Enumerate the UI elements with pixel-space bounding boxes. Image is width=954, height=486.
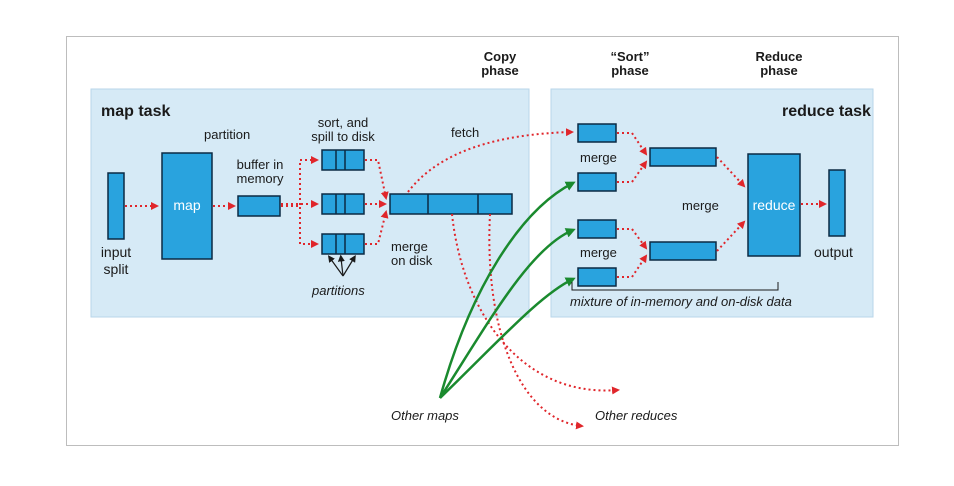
mixture-label: mixture of in-memory and on-disk data — [570, 294, 792, 309]
input-split-label: input split — [100, 244, 132, 277]
map-box — [161, 152, 213, 260]
reduce-flow-arrows — [617, 132, 827, 278]
input-split-box — [107, 172, 125, 240]
partitions-label: partitions — [312, 283, 365, 298]
spill-file-middle — [321, 193, 365, 215]
merge-label-middle: merge — [682, 198, 719, 213]
map-task-title: map task — [101, 103, 171, 120]
buffer-label: buffer in memory — [236, 157, 284, 186]
merged-segment-top — [649, 147, 717, 167]
copied-segment-4 — [577, 267, 617, 287]
fetch-label: fetch — [451, 125, 480, 140]
partition-label: partition — [204, 127, 251, 142]
spill-file-bottom — [321, 233, 365, 255]
output-box — [828, 169, 846, 237]
partitions-pointers — [327, 254, 356, 277]
merge-on-disk-label: merge on disk — [391, 239, 433, 268]
copied-segment-2 — [577, 172, 617, 192]
reduce-box — [747, 153, 801, 257]
reduce-task-title: reduce task — [782, 103, 871, 120]
other-maps-label: Other maps — [391, 408, 459, 423]
output-label: output — [814, 244, 853, 260]
buffer-box — [237, 195, 281, 217]
other-maps-arrows — [438, 181, 576, 399]
other-reduces-label: Other reduces — [595, 408, 678, 423]
reduce-phase-label: Reduce phase — [755, 49, 803, 78]
copy-phase-label: Copy phase — [481, 49, 519, 78]
merge-label-top: merge — [580, 150, 617, 165]
copied-segment-3 — [577, 219, 617, 239]
map-flow-arrows — [125, 128, 620, 430]
spill-file-top — [321, 149, 365, 171]
mixture-bracket — [571, 282, 779, 291]
sort-phase-label: “Sort” phase — [610, 49, 650, 78]
map-box-label: map — [173, 197, 201, 213]
merge-label-bottom: merge — [580, 245, 617, 260]
sort-spill-label: sort, and spill to disk — [311, 115, 375, 144]
copied-segment-1 — [577, 123, 617, 143]
merged-segment-bottom — [649, 241, 717, 261]
reduce-box-label: reduce — [752, 197, 796, 213]
merged-output-file — [389, 193, 513, 215]
